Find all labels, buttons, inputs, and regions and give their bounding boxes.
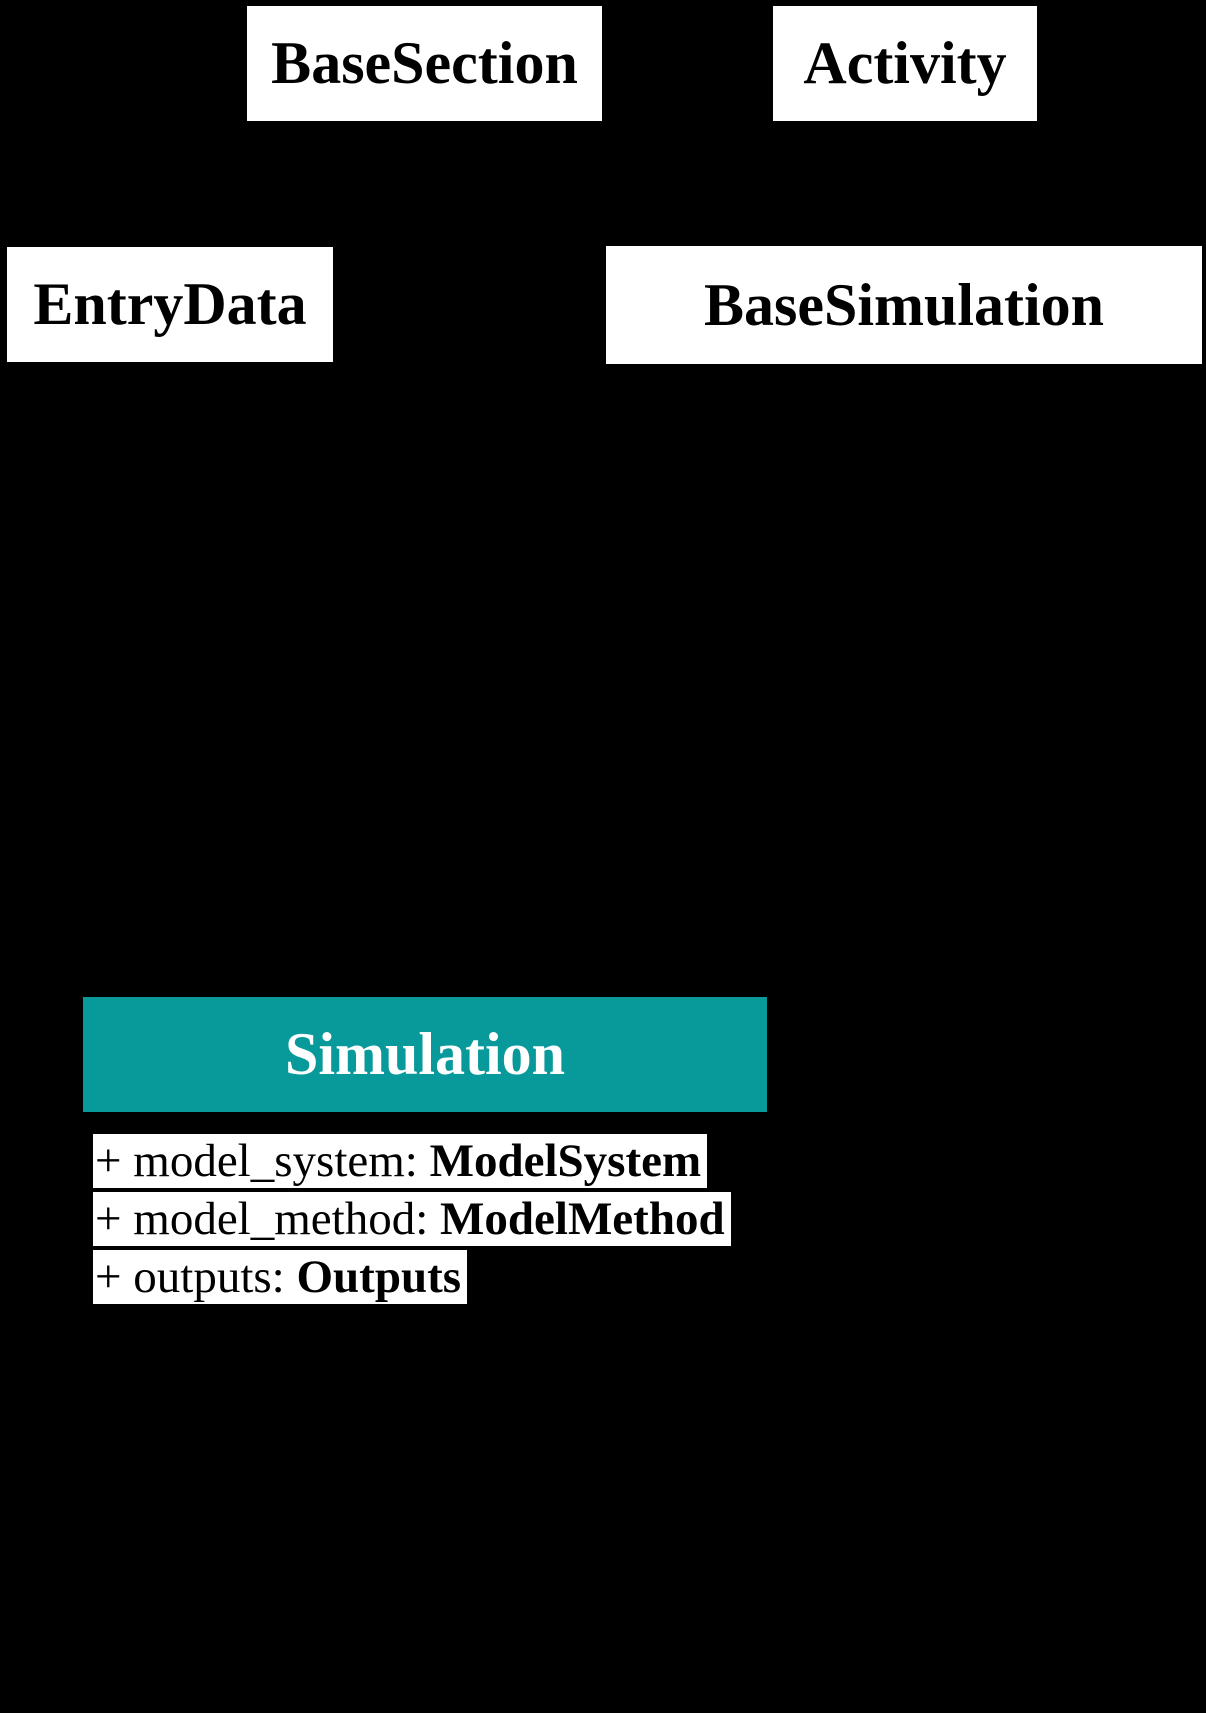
simulation-attributes: + model_system: ModelSystem + model_meth…	[93, 1134, 731, 1308]
attribute-prefix: + outputs:	[95, 1251, 297, 1303]
attribute-type: ModelSystem	[429, 1135, 702, 1187]
attribute-row: + model_method: ModelMethod	[93, 1192, 731, 1246]
class-name-basesimulation: BaseSimulation	[703, 271, 1105, 338]
class-name-basesection: BaseSection	[271, 30, 578, 96]
attribute-type: ModelMethod	[440, 1193, 725, 1245]
class-box-activity: Activity	[773, 6, 1037, 121]
attribute-model-system: + model_system: ModelSystem	[93, 1134, 708, 1188]
attribute-prefix: + model_system:	[95, 1135, 430, 1187]
class-name-activity: Activity	[803, 30, 1007, 96]
class-name-simulation: Simulation	[284, 1021, 566, 1087]
class-name-entrydata: EntryData	[33, 271, 307, 337]
attribute-model-method: + model_method: ModelMethod	[93, 1192, 731, 1246]
attribute-outputs: + outputs: Outputs	[93, 1250, 468, 1304]
attribute-row: + model_system: ModelSystem	[93, 1134, 731, 1188]
class-box-entrydata: EntryData	[7, 247, 333, 362]
class-box-simulation-header: Simulation	[83, 997, 767, 1112]
class-box-basesimulation: BaseSimulation	[606, 246, 1202, 364]
attribute-row: + outputs: Outputs	[93, 1250, 731, 1304]
class-box-basesection: BaseSection	[247, 6, 602, 121]
attribute-type: Outputs	[296, 1251, 462, 1303]
attribute-prefix: + model_method:	[95, 1193, 441, 1245]
